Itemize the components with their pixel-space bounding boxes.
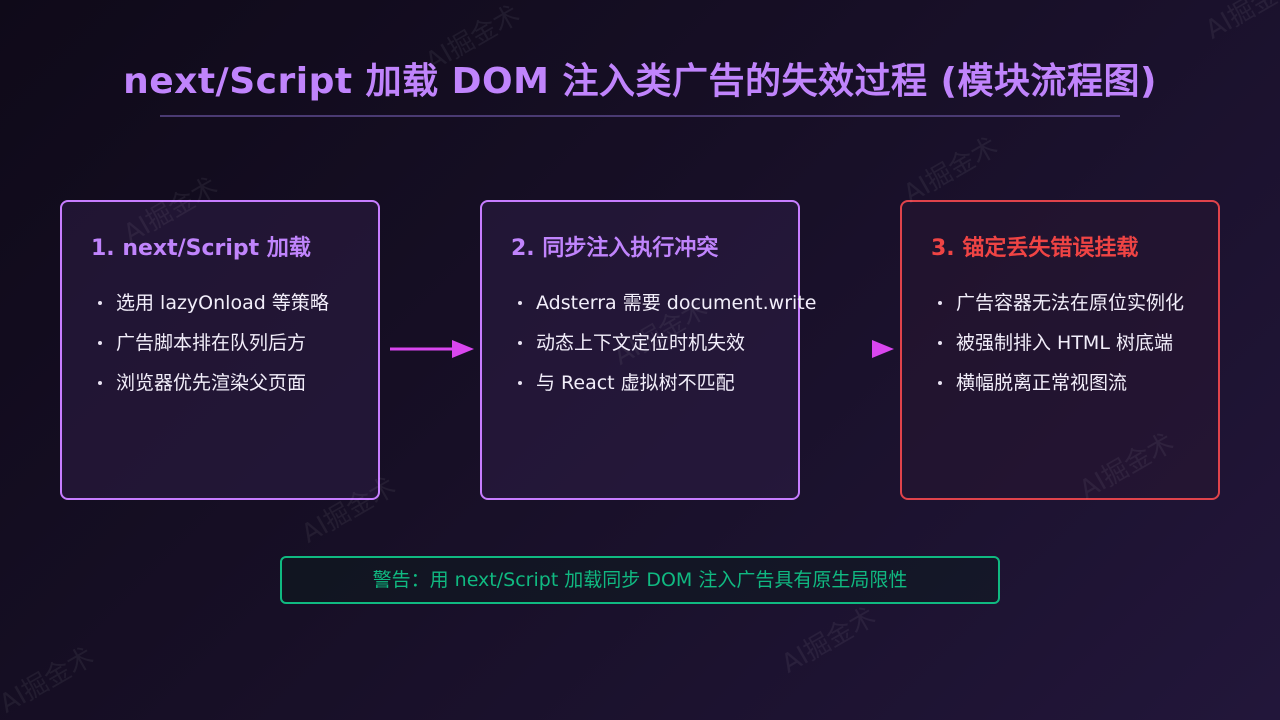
- step-bullets-2: Adsterra 需要 document.write 动态上下文定位时机失效 与…: [514, 290, 816, 410]
- step-box-2: 2. 同步注入执行冲突 Adsterra 需要 document.write 动…: [480, 200, 816, 500]
- list-item: 浏览器优先渲染父页面: [94, 370, 329, 410]
- step-box-1: 1. next/Script 加载 选用 lazyOnload 等策略 广告脚本…: [60, 200, 380, 500]
- step-title-1: 1. next/Script 加载: [91, 236, 311, 261]
- list-item: 广告脚本排在队列后方: [94, 330, 329, 370]
- warning-banner: 警告：用 next/Script 加载同步 DOM 注入广告具有原生局限性: [280, 556, 1000, 604]
- step-title-3: 3. 锚定丢失错误挂载: [931, 236, 1139, 261]
- list-item: 广告容器无法在原位实例化: [934, 290, 1184, 330]
- arrow-right-icon: [390, 340, 474, 358]
- list-item: 选用 lazyOnload 等策略: [94, 290, 329, 330]
- page-title: next/Script 加载 DOM 注入类广告的失效过程 (模块流程图): [123, 61, 1157, 102]
- step-bullets-1: 选用 lazyOnload 等策略 广告脚本排在队列后方 浏览器优先渲染父页面: [94, 290, 329, 410]
- step-bullets-3: 广告容器无法在原位实例化 被强制排入 HTML 树底端 横幅脱离正常视图流: [934, 290, 1184, 410]
- title-divider: [160, 115, 1120, 117]
- watermark: AI掘金术: [1200, 0, 1280, 46]
- step-box-3: 3. 锚定丢失错误挂载 广告容器无法在原位实例化 被强制排入 HTML 树底端 …: [900, 200, 1220, 500]
- list-item: 与 React 虚拟树不匹配: [514, 370, 816, 410]
- list-item: 动态上下文定位时机失效: [514, 330, 816, 370]
- watermark: AI掘金术: [898, 131, 1004, 210]
- step-title-2: 2. 同步注入执行冲突: [511, 236, 719, 261]
- watermark: AI掘金术: [776, 601, 882, 680]
- watermark: AI掘金术: [0, 641, 100, 720]
- arrow-right-icon: [810, 340, 894, 358]
- list-item: 被强制排入 HTML 树底端: [934, 330, 1184, 370]
- list-item: Adsterra 需要 document.write: [514, 290, 816, 330]
- list-item: 横幅脱离正常视图流: [934, 370, 1184, 410]
